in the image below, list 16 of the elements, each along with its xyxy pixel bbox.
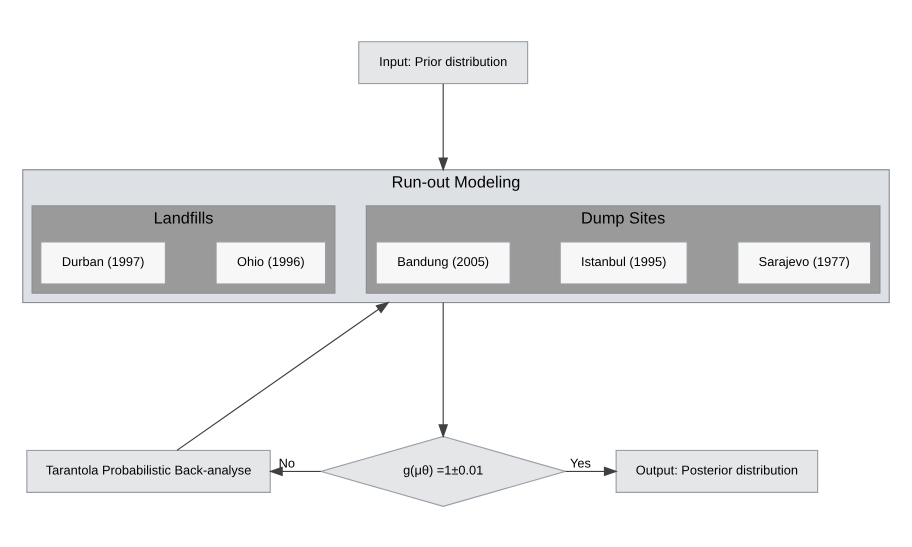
node-diamond: g(μθ) =1±0.01 (318, 435, 568, 506)
arrow (176, 301, 390, 450)
arrow (438, 302, 448, 438)
node-box: Bandung (2005) (376, 240, 511, 284)
arrow (566, 466, 618, 476)
arrow (438, 83, 448, 172)
edge-label: Yes (570, 455, 591, 470)
arrow (268, 466, 321, 476)
node-box: Input: Prior distribution (358, 40, 528, 84)
node-box: Tarantola Probabilistic Back-analyse (26, 449, 271, 492)
node-box: Durban (1997) (40, 240, 166, 284)
node-box: Sarajevo (1977) (737, 240, 872, 284)
node-box: Output: Posterior distribution (616, 449, 818, 492)
edge-label: No (278, 455, 295, 470)
node-box: Ohio (1996) (216, 240, 326, 284)
node-box: Istanbul (1995) (560, 240, 688, 284)
